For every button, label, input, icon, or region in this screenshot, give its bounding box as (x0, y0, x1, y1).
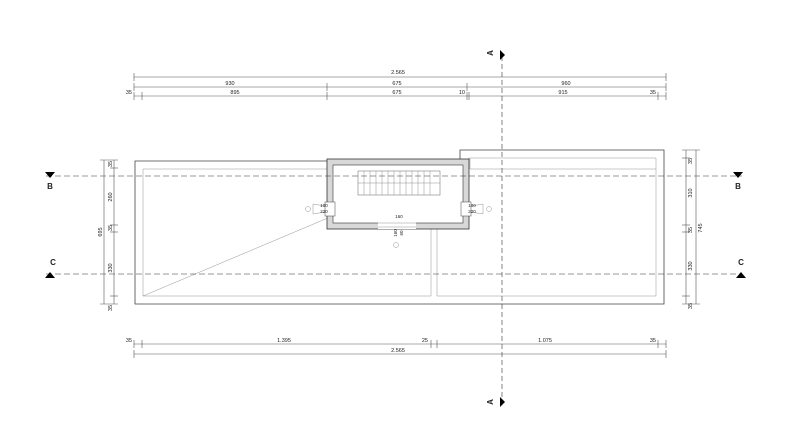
stair-right-opening-height: 220 (468, 209, 476, 214)
top-overall-dimension: 2.565 930 675 960 (133, 70, 667, 91)
dim-top-d1: 35 (126, 90, 132, 96)
section-line-a: A A (486, 50, 505, 407)
dim-top-seg1: 930 (225, 81, 234, 87)
dim-bottom-d2: 1.395 (277, 338, 291, 344)
stair-door-height-2: 60 (399, 230, 404, 236)
dim-bottom-d1: 35 (126, 338, 132, 344)
dim-left-d4: 330 (108, 263, 114, 272)
dim-left-d3: 35 (108, 225, 114, 231)
section-b-right-label: B (735, 182, 741, 191)
dim-top-d2: 895 (230, 90, 239, 96)
section-c-left-arrow (45, 272, 55, 278)
dim-left-d1: 35 (108, 161, 114, 167)
section-c-right-label: C (738, 258, 744, 267)
bottom-dimension-chain: 35 1.395 25 1.075 35 2.565 (126, 338, 667, 358)
section-b-right-arrow (733, 172, 743, 178)
dim-right-d2: 310 (688, 188, 694, 197)
dim-bottom-d4: 1.075 (538, 338, 552, 344)
stair-left-opening-height: 220 (320, 209, 328, 214)
section-line-b: B B (45, 172, 743, 191)
section-line-c: C C (45, 258, 746, 278)
right-dimension-chain: 35 310 35 330 35 745 (682, 149, 704, 309)
dim-top-d6: 35 (650, 90, 656, 96)
stair-treads (357, 170, 441, 196)
dim-bottom-d3: 25 (422, 338, 428, 344)
dim-left-total: 695 (98, 227, 104, 236)
dim-top-d4: 10 (459, 90, 465, 96)
section-c-right-arrow (736, 272, 746, 278)
stair-right-opening-width: 100 (468, 203, 476, 208)
stair-core: 100 220 100 220 160 160 60 (305, 158, 492, 248)
dim-left-d5: 35 (108, 305, 114, 311)
dim-right-d5: 35 (688, 303, 694, 309)
section-a-top-label: A (486, 50, 495, 56)
dim-right-d4: 330 (688, 261, 694, 270)
dim-right-d1: 35 (688, 158, 694, 164)
dim-top-seg2: 675 (392, 81, 401, 87)
dim-right-d3: 35 (688, 227, 694, 233)
stair-left-opening-width: 100 (320, 203, 328, 208)
top-detail-dimension: 35 895 675 10 915 35 (126, 90, 667, 100)
dim-top-d5: 915 (558, 90, 567, 96)
stair-door-height-1: 160 (393, 229, 398, 237)
section-a-top-arrow (500, 50, 505, 60)
section-a-bottom-arrow (500, 397, 505, 407)
dim-bottom-total: 2.565 (391, 348, 405, 354)
section-b-left-label: B (47, 182, 53, 191)
section-c-left-label: C (50, 258, 56, 267)
dim-bottom-d5: 35 (650, 338, 656, 344)
dim-top-seg3: 960 (561, 81, 570, 87)
dim-left-d2: 260 (108, 192, 114, 201)
section-a-bottom-label: A (486, 399, 495, 405)
dim-top-d3: 675 (392, 90, 401, 96)
left-dimension-chain: 35 260 35 330 35 695 (98, 159, 118, 311)
stair-door-width: 160 (395, 214, 403, 219)
dim-right-total: 745 (698, 223, 704, 232)
section-b-left-arrow (45, 172, 55, 178)
dim-top-total: 2.565 (391, 70, 405, 76)
